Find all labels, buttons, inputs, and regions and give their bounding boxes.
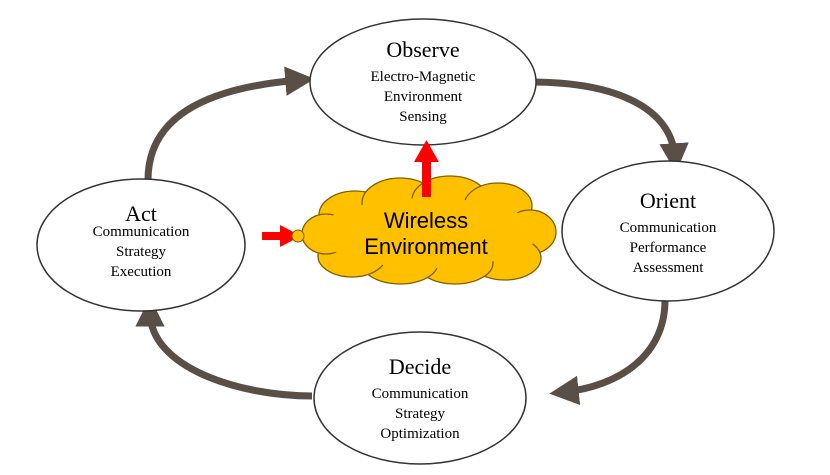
decide-line-3: Optimization <box>380 426 460 442</box>
decide-title: Decide <box>389 354 451 379</box>
arrow-decide-to-act <box>135 297 313 400</box>
orient-line-1: Communication <box>620 220 717 236</box>
orient-line-3: Assessment <box>633 260 705 276</box>
arrow-act-to-observe <box>144 66 315 181</box>
wireless-environment-cloud: Wireless Environment <box>301 175 557 285</box>
act-title: Act <box>125 201 157 226</box>
act-line-3: Execution <box>111 264 172 280</box>
arrow-act-to-cloud <box>262 225 305 247</box>
orient-title: Orient <box>640 188 696 213</box>
arrow-orient-to-decide <box>549 299 669 406</box>
observe-line-1: Electro-Magnetic <box>371 69 476 85</box>
observe-title: Observe <box>386 37 459 62</box>
observe-line-2: Environment <box>384 89 463 105</box>
orient-line-2: Performance <box>630 240 707 256</box>
cloud-line-1: Wireless <box>384 208 468 233</box>
decide-line-1: Communication <box>372 386 469 402</box>
act-line-1: Communication <box>93 224 190 240</box>
node-orient: Orient Communication Performance Assessm… <box>561 160 775 302</box>
observe-line-3: Sensing <box>399 109 447 125</box>
act-line-2: Strategy <box>116 244 166 260</box>
node-observe: Observe Electro-Magnetic Environment Sen… <box>309 18 537 146</box>
cloud-line-2: Environment <box>364 234 488 259</box>
arrow-observe-to-orient <box>529 78 689 173</box>
node-decide: Decide Communication Strategy Optimizati… <box>313 331 527 465</box>
arrow-cloud-to-observe <box>414 140 439 197</box>
node-act: Act Communication Strategy Execution <box>36 178 246 312</box>
decide-line-2: Strategy <box>395 406 445 422</box>
